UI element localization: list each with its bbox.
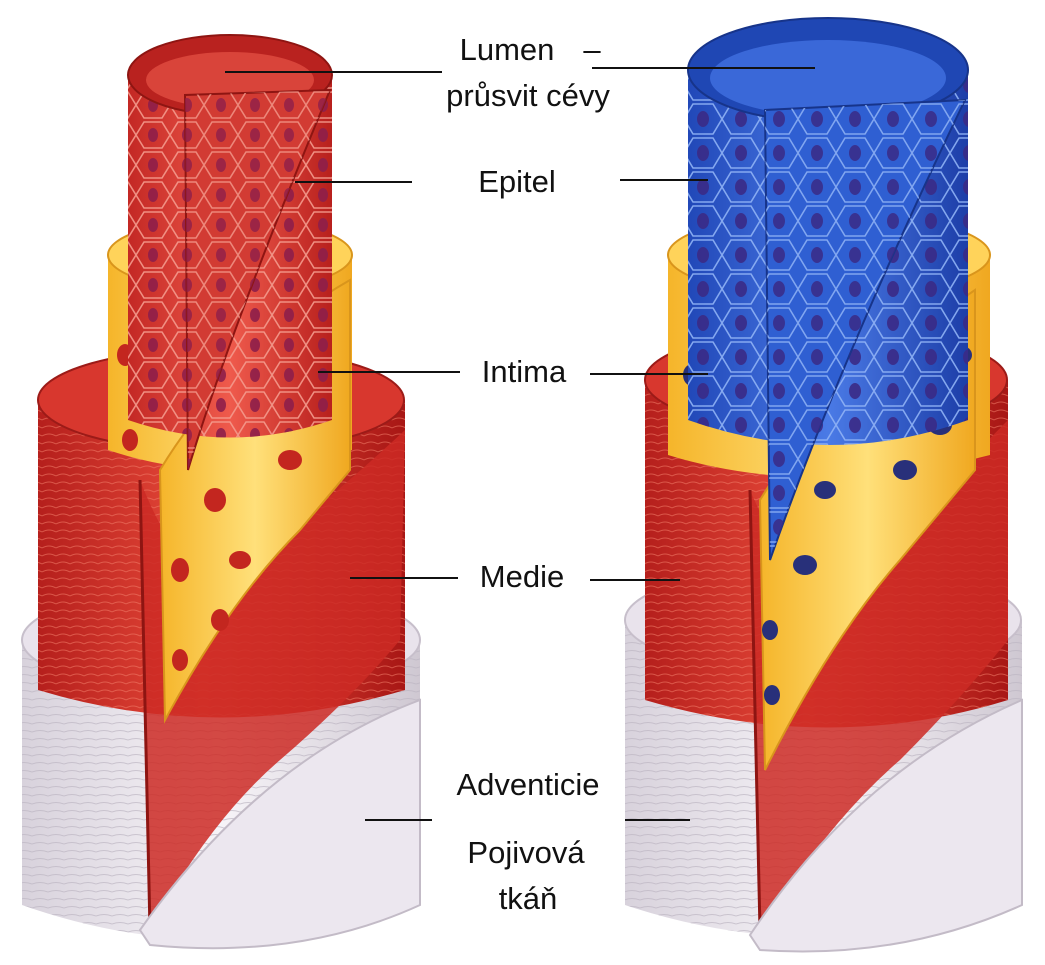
label-pojivova: Pojivová	[467, 835, 585, 870]
label-prusvit-cevy: průsvit cévy	[446, 78, 610, 113]
label-epitel: Epitel	[478, 164, 556, 199]
labels: Lumen – průsvit cévy Epitel Intima Medie…	[446, 32, 610, 916]
vein-illustration	[625, 18, 1022, 952]
label-lumen: Lumen	[460, 32, 555, 67]
artery-epitel-layer	[128, 35, 332, 470]
label-medie: Medie	[480, 559, 564, 594]
label-tkan: tkáň	[499, 881, 558, 916]
label-adventicie: Adventicie	[456, 767, 599, 802]
label-intima: Intima	[482, 354, 567, 389]
label-lumen-dash: –	[583, 32, 601, 67]
artery-illustration	[22, 35, 420, 948]
